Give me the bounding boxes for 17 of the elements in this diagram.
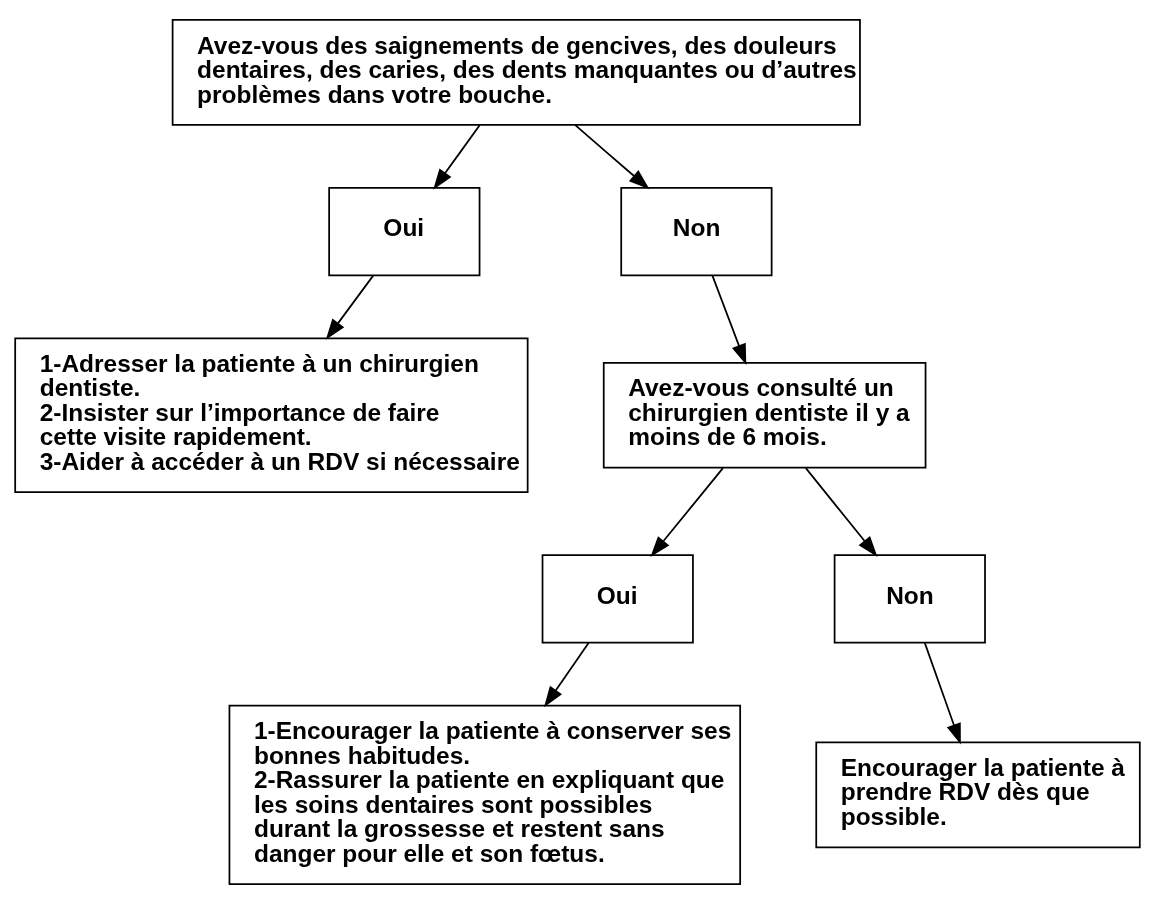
arrow (650, 466, 724, 557)
arrow (923, 641, 961, 745)
node-box: Encourager la patiente à prendre RDV dès que possible. (815, 740, 1141, 848)
node-box: Non (833, 553, 986, 643)
node-box: Oui (541, 553, 694, 643)
arrow (574, 123, 650, 189)
arrow (325, 274, 375, 340)
node-box: Non (620, 186, 773, 276)
arrow (711, 274, 747, 365)
node-box: Avez-vous consulté un chirurgien dentiste il y a moins de 6 mois. (602, 361, 927, 469)
arrow (804, 466, 878, 557)
node-box: 1-Adresser la patiente à un chirurgien dentiste. 2-Insister sur l’importance de faire cette visite rapidement. 3-Aider à accéder à un RDV si nécessaire (14, 336, 529, 493)
arrow (433, 123, 481, 190)
node-box: 1-Encourager la patiente à conserver ses bonnes habitudes. 2-Rassurer la patiente en expliquant que les soins dentaires sont possibles durant la grossesse et restent sans danger pour elle et son fœtus. (228, 704, 742, 885)
node-box: Oui (328, 186, 481, 276)
arrow (544, 641, 590, 707)
node-box: Avez-vous des saignements de gencives, des douleurs dentaires, des caries, des dents manquantes ou d’autres problèmes dans votre bouche. (171, 18, 861, 126)
